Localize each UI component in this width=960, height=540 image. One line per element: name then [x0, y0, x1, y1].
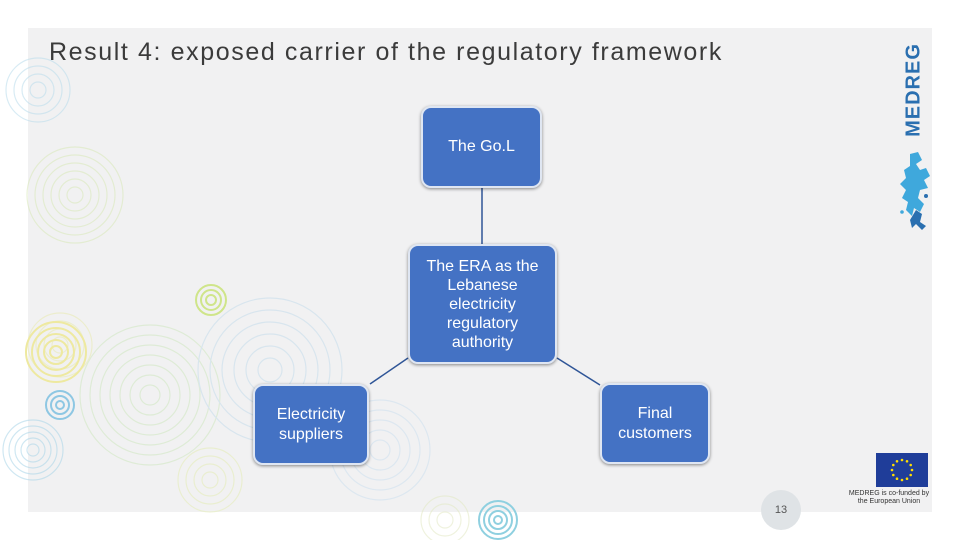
connector-era-customers — [556, 357, 601, 386]
node-era: The ERA as the Lebanese electricity regu… — [408, 244, 557, 364]
slide-title: Result 4: exposed carrier of the regulat… — [49, 38, 723, 66]
node-final-customers-label: Final customers — [618, 404, 692, 442]
connector-era-suppliers — [369, 357, 409, 385]
node-gol: The Go.L — [421, 106, 542, 188]
eu-flag-icon — [876, 453, 928, 487]
medreg-logo-text: MEDREG — [902, 43, 925, 137]
node-final-customers: Final customers — [600, 383, 710, 464]
node-gol-label: The Go.L — [448, 138, 515, 155]
node-electricity-suppliers: Electricity suppliers — [253, 384, 369, 465]
mediterranean-map-icon — [900, 152, 930, 230]
eu-cofunding-caption: MEDREG is co-funded by the European Unio… — [848, 490, 930, 505]
node-era-label: The ERA as the Lebanese electricity regu… — [426, 257, 539, 351]
node-electricity-suppliers-label: Electricity suppliers — [276, 405, 346, 443]
page-number: 13 — [761, 490, 801, 530]
